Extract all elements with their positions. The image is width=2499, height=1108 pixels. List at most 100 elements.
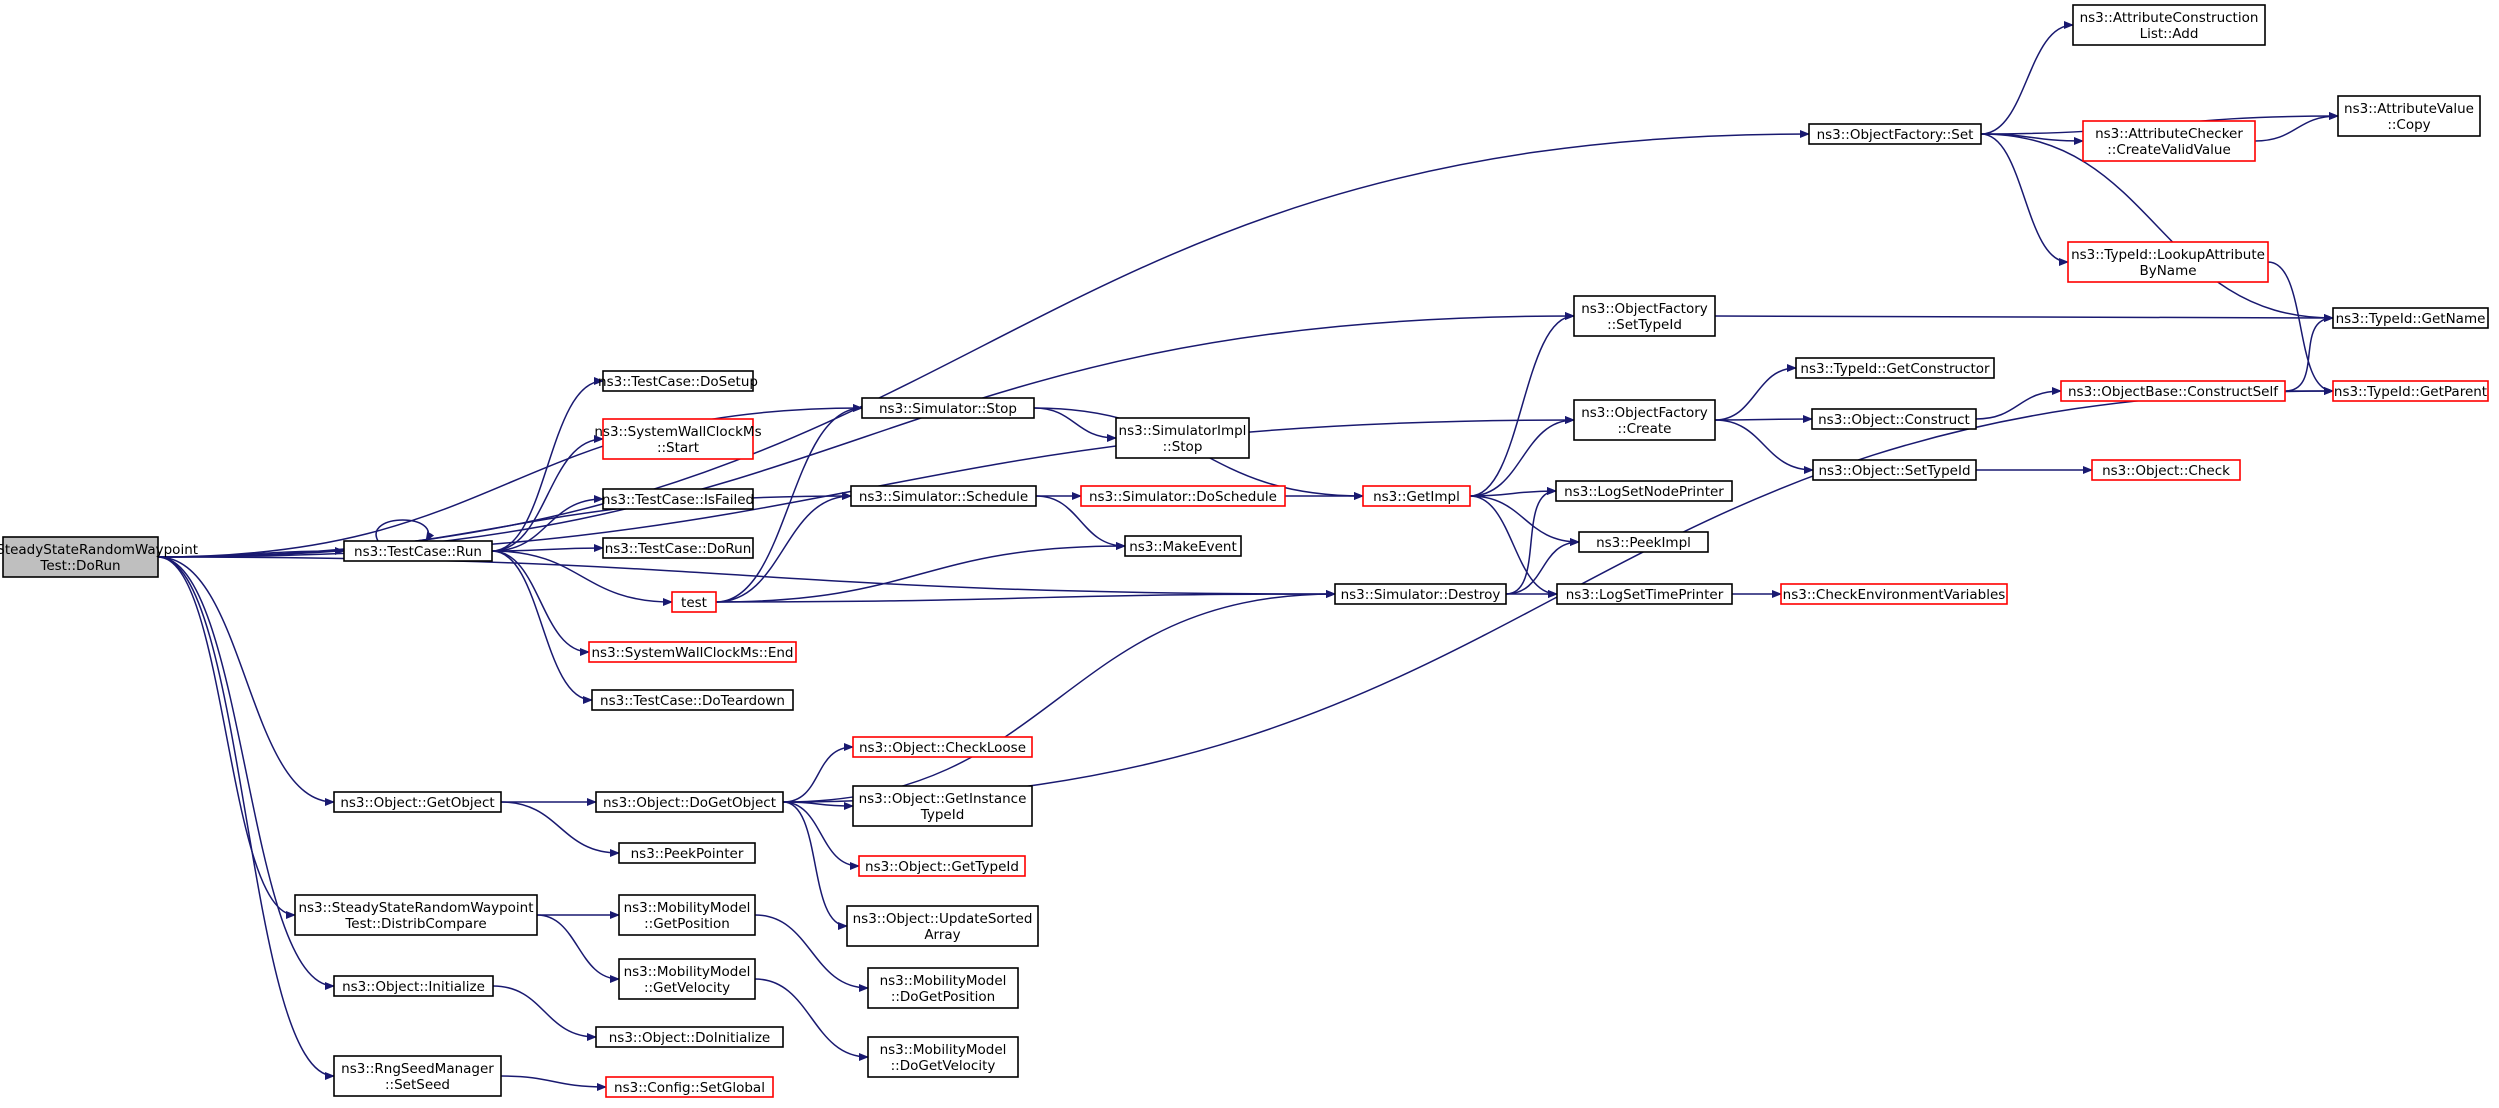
node-typeidgetparent[interactable]: ns3::TypeId::GetParent: [2332, 380, 2489, 402]
node-label: ::DoGetVelocity: [891, 1058, 996, 1074]
node-label: ns3::Object::DoGetObject: [603, 795, 776, 811]
node-getobject[interactable]: ns3::Object::GetObject: [333, 791, 502, 813]
node-label: ns3::TestCase::DoTeardown: [600, 693, 785, 709]
node-box: [1115, 417, 1250, 459]
node-doinitialize[interactable]: ns3::Object::DoInitialize: [595, 1026, 784, 1048]
node-label: ::CreateValidValue: [2107, 142, 2231, 158]
node-root[interactable]: ns3::SteadyStateRandomWaypointTest::DoRu…: [0, 536, 198, 578]
edge-root-to-setseed: [157, 556, 335, 1080]
node-isfailed[interactable]: ns3::TestCase::IsFailed: [602, 488, 754, 510]
node-peekimpl[interactable]: ns3::PeekImpl: [1578, 531, 1709, 553]
edge-dogetobject-to-objgettypeid: [782, 801, 860, 870]
node-label: ns3::ObjectFactory: [1581, 301, 1708, 317]
node-attrvaluecopy[interactable]: ns3::AttributeValue::Copy: [2337, 95, 2481, 137]
node-box: [1780, 583, 2008, 605]
node-getposition[interactable]: ns3::MobilityModel::GetPosition: [618, 894, 756, 936]
edge-run-to-test: [491, 550, 673, 606]
node-ofcreate[interactable]: ns3::ObjectFactory::Create: [1573, 399, 1716, 441]
node-box: [2332, 307, 2489, 329]
edge-getimpl-to-logsetnode: [1469, 487, 1557, 497]
node-label: ns3::ObjectFactory::Set: [1817, 127, 1974, 143]
node-test[interactable]: test: [671, 591, 717, 613]
node-run[interactable]: ns3::TestCase::Run: [343, 540, 493, 562]
node-label: ns3::SystemWallClockMs::End: [592, 645, 794, 661]
node-checkloose[interactable]: ns3::Object::CheckLoose: [852, 736, 1033, 758]
node-label: ns3::Object::Check: [2102, 463, 2230, 479]
node-label: TypeId: [920, 807, 965, 823]
node-simschedule[interactable]: ns3::Simulator::Schedule: [850, 485, 1037, 507]
node-box: [867, 967, 1019, 1009]
node-simstop[interactable]: ns3::Simulator::Stop: [861, 397, 1035, 419]
node-label: ::SetTypeId: [1607, 317, 1682, 333]
node-box: [1080, 485, 1286, 507]
node-attrchecker[interactable]: ns3::AttributeChecker::CreateValidValue: [2082, 120, 2256, 162]
node-box: [294, 894, 538, 936]
edge-getimpl-to-peekimpl: [1469, 495, 1580, 546]
node-box: [1124, 535, 1242, 557]
node-box: [602, 537, 754, 559]
node-label: ns3::Object::Initialize: [342, 979, 485, 995]
node-setglobal[interactable]: ns3::Config::SetGlobal: [605, 1076, 774, 1098]
node-objconstruct[interactable]: ns3::Object::Construct: [1811, 408, 1977, 430]
edge-getvelocity-to-dogetvelocity: [754, 978, 869, 1061]
node-peekpointer[interactable]: ns3::PeekPointer: [618, 842, 756, 864]
node-initialize[interactable]: ns3::Object::Initialize: [333, 975, 494, 997]
edge-ofcreate-to-objsettypeid: [1714, 419, 1814, 474]
node-logsettime[interactable]: ns3::LogSetTimePrinter: [1556, 583, 1733, 605]
node-label: Test::DoRun: [39, 558, 120, 574]
node-distrib[interactable]: ns3::SteadyStateRandomWaypointTest::Dist…: [294, 894, 538, 936]
edge-simdestroy-to-peekimpl: [1505, 538, 1580, 595]
node-box: [333, 975, 494, 997]
node-dogetobject[interactable]: ns3::Object::DoGetObject: [595, 791, 784, 813]
node-makeevent[interactable]: ns3::MakeEvent: [1124, 535, 1242, 557]
node-label: ns3::GetImpl: [1373, 489, 1460, 505]
edge-run-to-run: [375, 519, 435, 542]
node-dogetposition[interactable]: ns3::MobilityModel::DoGetPosition: [867, 967, 1019, 1009]
edge-test-to-simschedule: [715, 492, 852, 603]
node-box: [2067, 241, 2269, 283]
node-getvelocity[interactable]: ns3::MobilityModel::GetVelocity: [618, 958, 756, 1000]
node-box: [595, 791, 784, 813]
node-doteardown[interactable]: ns3::TestCase::DoTeardown: [591, 689, 794, 711]
node-simdestroy[interactable]: ns3::Simulator::Destroy: [1334, 583, 1507, 605]
node-dogetvelocity[interactable]: ns3::MobilityModel::DoGetVelocity: [867, 1036, 1019, 1078]
node-label: ns3::Simulator::Destroy: [1341, 587, 1501, 603]
node-logsetnode[interactable]: ns3::LogSetNodePrinter: [1555, 480, 1733, 502]
node-typeidgetctor[interactable]: ns3::TypeId::GetConstructor: [1795, 357, 1995, 379]
node-box: [1578, 531, 1709, 553]
node-swstart[interactable]: ns3::SystemWallClockMs::Start: [594, 418, 762, 460]
node-setseed[interactable]: ns3::RngSeedManager::SetSeed: [333, 1055, 502, 1097]
node-dosetup[interactable]: ns3::TestCase::DoSetup: [598, 370, 758, 392]
node-typeidgetname[interactable]: ns3::TypeId::GetName: [2332, 307, 2489, 329]
node-label: ns3::TypeId::LookupAttribute: [2071, 247, 2265, 263]
node-constructself[interactable]: ns3::ObjectBase::ConstructSelf: [2060, 380, 2286, 402]
node-label: ::GetVelocity: [644, 980, 730, 996]
node-objcheck[interactable]: ns3::Object::Check: [2091, 459, 2241, 481]
node-doschedule[interactable]: ns3::Simulator::DoSchedule: [1080, 485, 1286, 507]
node-ofsettypeid[interactable]: ns3::ObjectFactory::SetTypeId: [1573, 295, 1716, 337]
edge-run-to-swstart: [491, 435, 604, 552]
node-dorun[interactable]: ns3::TestCase::DoRun: [602, 537, 754, 559]
node-label: ns3::TestCase::IsFailed: [602, 492, 754, 508]
node-objgettypeid[interactable]: ns3::Object::GetTypeId: [858, 855, 1026, 877]
node-simimplstop[interactable]: ns3::SimulatorImpl::Stop: [1115, 417, 1250, 459]
node-getimpl[interactable]: ns3::GetImpl: [1362, 485, 1471, 507]
edge-dogetobject-to-updatesorted: [782, 801, 848, 930]
edge-ofset-to-typeidgetname: [1980, 133, 2334, 322]
node-swend[interactable]: ns3::SystemWallClockMs::End: [588, 641, 797, 663]
edge-objconstruct-to-constructself: [1975, 387, 2062, 420]
node-box: [671, 591, 717, 613]
node-ofset[interactable]: ns3::ObjectFactory::Set: [1808, 123, 1982, 145]
node-box: [858, 855, 1026, 877]
edge-root-to-distrib: [157, 556, 296, 919]
node-objsettypeid[interactable]: ns3::Object::SetTypeId: [1812, 459, 1977, 481]
node-label: ns3::TypeId::GetParent: [2334, 384, 2487, 400]
node-label: ns3::RngSeedManager: [341, 1061, 494, 1077]
edge-root-to-initialize: [157, 556, 335, 990]
node-checkenv[interactable]: ns3::CheckEnvironmentVariables: [1780, 583, 2008, 605]
node-label: ns3::ObjectBase::ConstructSelf: [2068, 384, 2279, 400]
